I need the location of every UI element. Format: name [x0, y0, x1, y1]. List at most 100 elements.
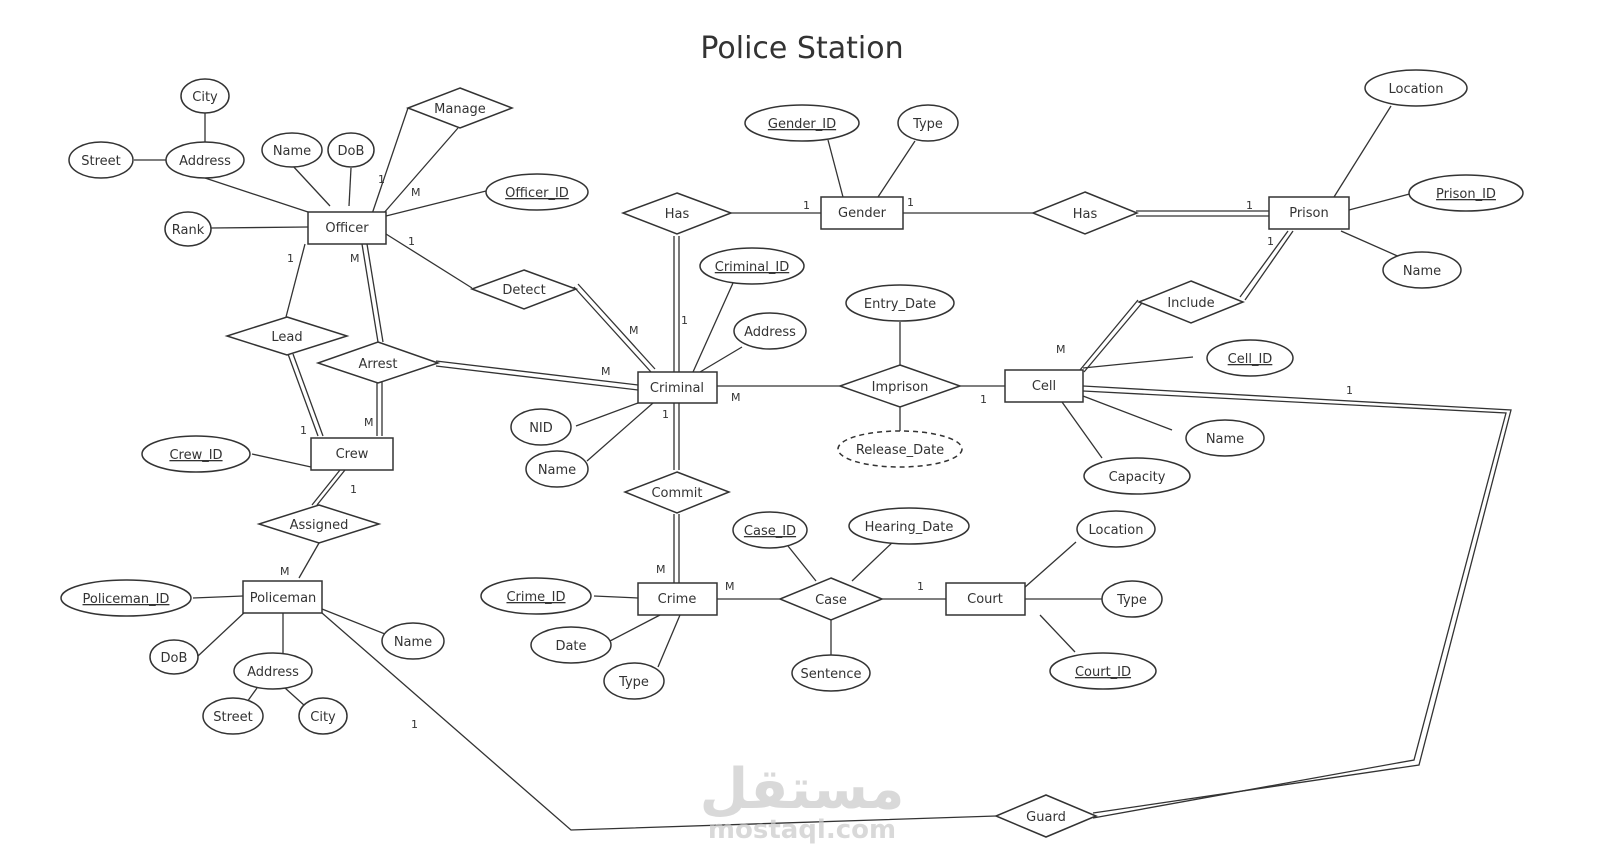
relationship-has-prison[interactable]: Has: [1030, 191, 1140, 235]
attribute-policeman-street[interactable]: Street: [202, 697, 264, 735]
attribute-hearing-date[interactable]: Hearing_Date: [848, 507, 970, 545]
attribute-criminal-id[interactable]: Criminal_ID: [699, 247, 805, 285]
relationship-imprison-label: Imprison: [872, 380, 929, 395]
attribute-crew-id[interactable]: Crew_ID: [141, 435, 251, 473]
cardinality-has-prison: 1: [1246, 199, 1253, 212]
cardinality-crime-case: M: [725, 580, 735, 593]
attribute-court-location[interactable]: Location: [1076, 510, 1156, 548]
entity-cell[interactable]: Cell: [1004, 369, 1084, 403]
entity-court-label: Court: [967, 592, 1003, 607]
attribute-prison-id[interactable]: Prison_ID: [1408, 174, 1524, 212]
attribute-gender-type[interactable]: Type: [897, 104, 959, 142]
watermark: مستقل mostaql.com: [700, 757, 905, 845]
attribute-crime-type[interactable]: Type: [603, 662, 665, 700]
attribute-cell-name-label: Name: [1206, 432, 1244, 447]
attribute-court-id[interactable]: Court_ID: [1049, 652, 1157, 690]
attribute-cell-capacity[interactable]: Capacity: [1083, 457, 1191, 495]
attribute-court-location-label: Location: [1089, 523, 1144, 538]
attribute-sentence[interactable]: Sentence: [791, 654, 871, 692]
relationship-assigned-label: Assigned: [290, 518, 349, 533]
entity-gender-label: Gender: [838, 206, 887, 221]
entity-cell-label: Cell: [1032, 379, 1056, 394]
cardinality-cell-guard: 1: [1346, 384, 1353, 397]
attribute-entry-date[interactable]: Entry_Date: [845, 284, 955, 322]
entity-criminal-label: Criminal: [650, 381, 704, 396]
attribute-officer-name-label: Name: [273, 144, 311, 159]
attribute-policeman-dob[interactable]: DoB: [149, 639, 199, 675]
attribute-officer-id[interactable]: Officer_ID: [485, 173, 589, 211]
relationship-assigned[interactable]: Assigned: [256, 504, 382, 544]
attribute-officer-id-label: Officer_ID: [505, 186, 569, 201]
relationship-imprison[interactable]: Imprison: [837, 364, 963, 408]
entity-crime-label: Crime: [658, 592, 697, 607]
relationship-guard[interactable]: Guard: [994, 794, 1098, 838]
attribute-prison-name[interactable]: Name: [1382, 251, 1462, 289]
attribute-crime-date[interactable]: Date: [530, 626, 612, 664]
cardinality-officer-manage-1: 1: [378, 173, 385, 186]
relationship-lead[interactable]: Lead: [224, 316, 350, 356]
cardinality-lead-crew: 1: [300, 424, 307, 437]
cardinality-criminal-imprison: M: [731, 391, 741, 404]
relationship-guard-label: Guard: [1026, 810, 1066, 825]
attribute-officer-dob-label: DoB: [338, 144, 365, 159]
relationship-arrest[interactable]: Arrest: [315, 341, 441, 384]
attribute-prison-location[interactable]: Location: [1364, 69, 1468, 107]
attribute-release-date[interactable]: Release_Date: [837, 430, 963, 468]
cardinality-commit-crime: M: [656, 563, 666, 576]
attribute-criminal-name[interactable]: Name: [525, 450, 589, 488]
cardinality-officer-lead: 1: [287, 252, 294, 265]
attribute-policeman-city[interactable]: City: [298, 697, 348, 735]
attribute-gender-id[interactable]: Gender_ID: [744, 104, 860, 142]
attribute-criminal-address-label: Address: [744, 325, 796, 340]
entity-crew[interactable]: Crew: [310, 437, 394, 471]
attribute-criminal-address[interactable]: Address: [733, 312, 807, 350]
attribute-case-id[interactable]: Case_ID: [732, 511, 808, 549]
attribute-court-type[interactable]: Type: [1101, 580, 1163, 618]
relationship-commit[interactable]: Commit: [622, 471, 732, 514]
attribute-officer-address[interactable]: Address: [165, 141, 245, 179]
attribute-officer-rank[interactable]: Rank: [164, 211, 212, 247]
relationship-has-prison-label: Has: [1073, 207, 1098, 222]
attribute-policeman-name[interactable]: Name: [381, 622, 445, 660]
cardinality-officer-detect: 1: [408, 235, 415, 248]
attribute-sentence-label: Sentence: [801, 667, 862, 682]
attribute-cell-id[interactable]: Cell_ID: [1206, 339, 1294, 377]
diagram-title: Police Station: [700, 31, 903, 66]
entity-crime[interactable]: Crime: [637, 582, 718, 616]
attribute-criminal-id-label: Criminal_ID: [715, 260, 789, 275]
attribute-prison-id-label: Prison_ID: [1436, 187, 1496, 202]
entity-prison[interactable]: Prison: [1268, 196, 1350, 230]
attribute-cell-capacity-label: Capacity: [1109, 470, 1166, 485]
relationship-include[interactable]: Include: [1136, 280, 1246, 324]
relationship-case[interactable]: Case: [778, 577, 884, 621]
attribute-hearing-date-label: Hearing_Date: [865, 520, 954, 535]
attribute-officer-rank-label: Rank: [172, 223, 205, 238]
attribute-cell-name[interactable]: Name: [1185, 419, 1265, 457]
attribute-officer-street[interactable]: Street: [68, 141, 134, 179]
attribute-officer-address-label: Address: [179, 154, 231, 169]
relationship-has-gender[interactable]: Has: [620, 192, 734, 235]
attribute-officer-city[interactable]: City: [180, 78, 230, 114]
relationship-manage[interactable]: Manage: [405, 87, 515, 129]
relationship-detect[interactable]: Detect: [469, 269, 579, 310]
attribute-policeman-id[interactable]: Policeman_ID: [60, 579, 192, 617]
attribute-crime-id[interactable]: Crime_ID: [480, 577, 592, 615]
attribute-officer-dob[interactable]: DoB: [327, 132, 375, 168]
cardinality-policeman-guard: 1: [411, 718, 418, 731]
cardinality-imprison-cell: 1: [980, 393, 987, 406]
entity-criminal[interactable]: Criminal: [637, 371, 718, 404]
entity-gender[interactable]: Gender: [820, 196, 904, 230]
attribute-officer-name[interactable]: Name: [261, 132, 323, 168]
relationship-manage-label: Manage: [434, 102, 486, 117]
attribute-policeman-id-label: Policeman_ID: [83, 592, 170, 607]
attribute-criminal-nid[interactable]: NID: [510, 408, 572, 446]
cardinality-crew-assigned: 1: [350, 483, 357, 496]
attribute-policeman-street-label: Street: [213, 710, 253, 725]
attribute-policeman-name-label: Name: [394, 635, 432, 650]
entity-officer[interactable]: Officer: [307, 211, 387, 245]
entity-policeman[interactable]: Policeman: [242, 580, 323, 614]
entity-policeman-label: Policeman: [250, 591, 317, 606]
attribute-policeman-address[interactable]: Address: [233, 652, 313, 690]
attribute-prison-location-label: Location: [1389, 82, 1444, 97]
entity-court[interactable]: Court: [945, 582, 1026, 616]
